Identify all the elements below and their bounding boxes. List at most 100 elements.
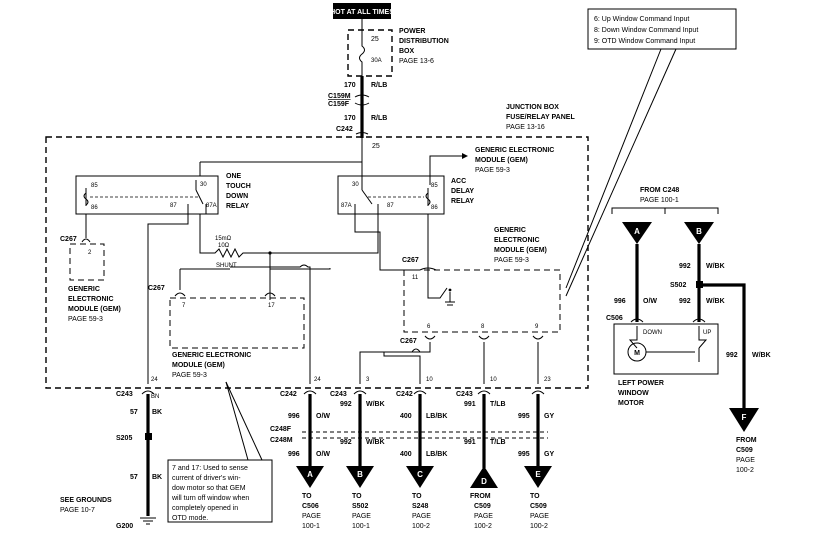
gem-left-box (69, 243, 105, 281)
pdb-title-3: BOX (399, 48, 415, 55)
wire-tlb-d2: T/LB (490, 439, 506, 446)
terminal-d-4: 100-2 (474, 523, 492, 530)
gem-top-title-2: MODULE (GEM) (475, 157, 528, 164)
wire-lbbk-c2: LB/BK (426, 451, 447, 458)
connector-c242-bottom-a: C242 (280, 391, 297, 398)
motor-title-2: WINDOW (618, 390, 649, 397)
terminal-a-4: 100-1 (302, 523, 320, 530)
pin-23-e: 23 (544, 377, 551, 383)
gem-mid-title-1: GENERIC ELECTRONIC (172, 352, 251, 359)
acc-pin-30: 30 (352, 182, 359, 188)
wire-ow-a2: O/W (316, 451, 330, 458)
wire-bk-b: BK (152, 474, 162, 481)
jbox-title-1: JUNCTION BOX (506, 104, 559, 111)
wire-wbk-b2: W/BK (366, 439, 385, 446)
wire-color-wbk-right-2: W/BK (706, 298, 725, 305)
terminal-f (729, 408, 759, 432)
terminal-b-top (684, 222, 714, 244)
splice-s502: S502 (670, 282, 686, 289)
wire-lbbk-c: LB/BK (426, 413, 447, 420)
acc-relay-title-3: RELAY (451, 198, 474, 205)
wire-170-num-2: 170 (344, 115, 356, 122)
pin-24-left: 24 (151, 377, 158, 383)
connector-c267-right: C267 (402, 257, 419, 264)
acc-pin-87a: 87A (341, 203, 352, 209)
motor-title-1: LEFT POWER (618, 380, 664, 387)
jbox-title-2: FUSE/RELAY PANEL (506, 114, 575, 121)
terminal-f-3: PAGE (736, 457, 755, 464)
pin-3-b: 3 (366, 377, 370, 383)
wire-992-right-2: 992 (679, 298, 691, 305)
terminal-f-letter: F (742, 413, 747, 422)
terminal-c-2: S248 (412, 503, 428, 510)
wire-992-right: 992 (679, 263, 691, 270)
gem-left-page: PAGE 59-3 (68, 316, 103, 323)
pin-bn-left: BN (151, 394, 159, 400)
note-line-3: dow motor so that GEM (172, 485, 246, 492)
gem-left-title-2: ELECTRONIC (68, 296, 114, 303)
terminal-d-1: FROM (470, 493, 491, 500)
terminal-d-3: PAGE (474, 513, 493, 520)
gem-top-page: PAGE 59-3 (475, 167, 510, 174)
power-distribution-box (347, 29, 393, 77)
acc-pin-86: 86 (431, 205, 438, 211)
terminal-a-1: TO (302, 493, 312, 500)
wire-992-b: 992 (340, 401, 352, 408)
pdb-title-1: POWER (399, 28, 425, 35)
wire-170-num: 170 (344, 82, 356, 89)
shunt-value-2: 10Ω (218, 243, 230, 249)
terminal-d-letter: D (481, 477, 487, 486)
wire-color-wbk-f: W/BK (752, 352, 771, 359)
otd-pin-87a: 87A (206, 203, 217, 209)
gem-middle-box (169, 297, 305, 349)
terminal-e-letter: E (535, 470, 541, 479)
wire-color-wbk-right: W/BK (706, 263, 725, 270)
wire-bk-a: BK (152, 409, 162, 416)
connector-c248m: C248M (270, 437, 293, 444)
otd-relay-title-1: ONE (226, 173, 242, 180)
pdb-title-2: DISTRIBUTION (399, 38, 449, 45)
acc-relay-title-2: DELAY (451, 188, 474, 195)
acc-delay-relay[interactable] (337, 175, 445, 215)
gem-right-title-3: MODULE (GEM) (494, 247, 547, 254)
hot-label-box (333, 3, 391, 19)
terminal-e-4: 100-2 (530, 523, 548, 530)
one-touch-down-relay[interactable] (75, 175, 219, 215)
jbox-page: PAGE 13-16 (506, 124, 545, 131)
terminal-a-top (622, 222, 652, 244)
gem-left-title-1: GENERIC (68, 286, 100, 293)
gem-right-page: PAGE 59-3 (494, 257, 529, 264)
connector-c159f: C159F (328, 101, 350, 108)
wire-tlb-d: T/LB (490, 401, 506, 408)
window-motor-box (613, 323, 719, 375)
terminal-c-3: PAGE (412, 513, 431, 520)
gem-right-title-2: ELECTRONIC (494, 237, 540, 244)
wire-992-b2: 992 (340, 439, 352, 446)
note-line-6: OTD mode. (172, 515, 208, 522)
gem-left-title-3: MODULE (GEM) (68, 306, 121, 313)
otd-relay-title-4: RELAY (226, 203, 249, 210)
legend-line-2: 8: Down Window Command Input (594, 27, 698, 34)
ground-g200: G200 (116, 523, 133, 530)
terminal-e-1: TO (530, 493, 540, 500)
acc-pin-87: 87 (387, 203, 394, 209)
gem-mid-pin-7: 7 (182, 303, 186, 309)
terminal-a-3: PAGE (302, 513, 321, 520)
grounds-ref-1: SEE GROUNDS (60, 497, 112, 504)
wire-996-a2: 996 (288, 451, 300, 458)
connector-c267-mid: C267 (148, 285, 165, 292)
terminal-c-letter: C (417, 470, 423, 479)
gem-right-pin-9: 9 (535, 324, 539, 330)
gem-right-box (403, 269, 561, 333)
otd-pin-85: 85 (91, 183, 98, 189)
otd-pin-30: 30 (200, 182, 207, 188)
grounds-ref-2: PAGE 10-7 (60, 507, 95, 514)
connector-c248f: C248F (270, 426, 292, 433)
terminal-e-3: PAGE (530, 513, 549, 520)
terminal-b-3: PAGE (352, 513, 371, 520)
connector-c267-bottom: C267 (400, 338, 417, 345)
wire-170-color-2: R/LB (371, 115, 387, 122)
wire-991-d2: 991 (464, 439, 476, 446)
legend-line-3: 9: OTD Window Command Input (594, 38, 695, 45)
